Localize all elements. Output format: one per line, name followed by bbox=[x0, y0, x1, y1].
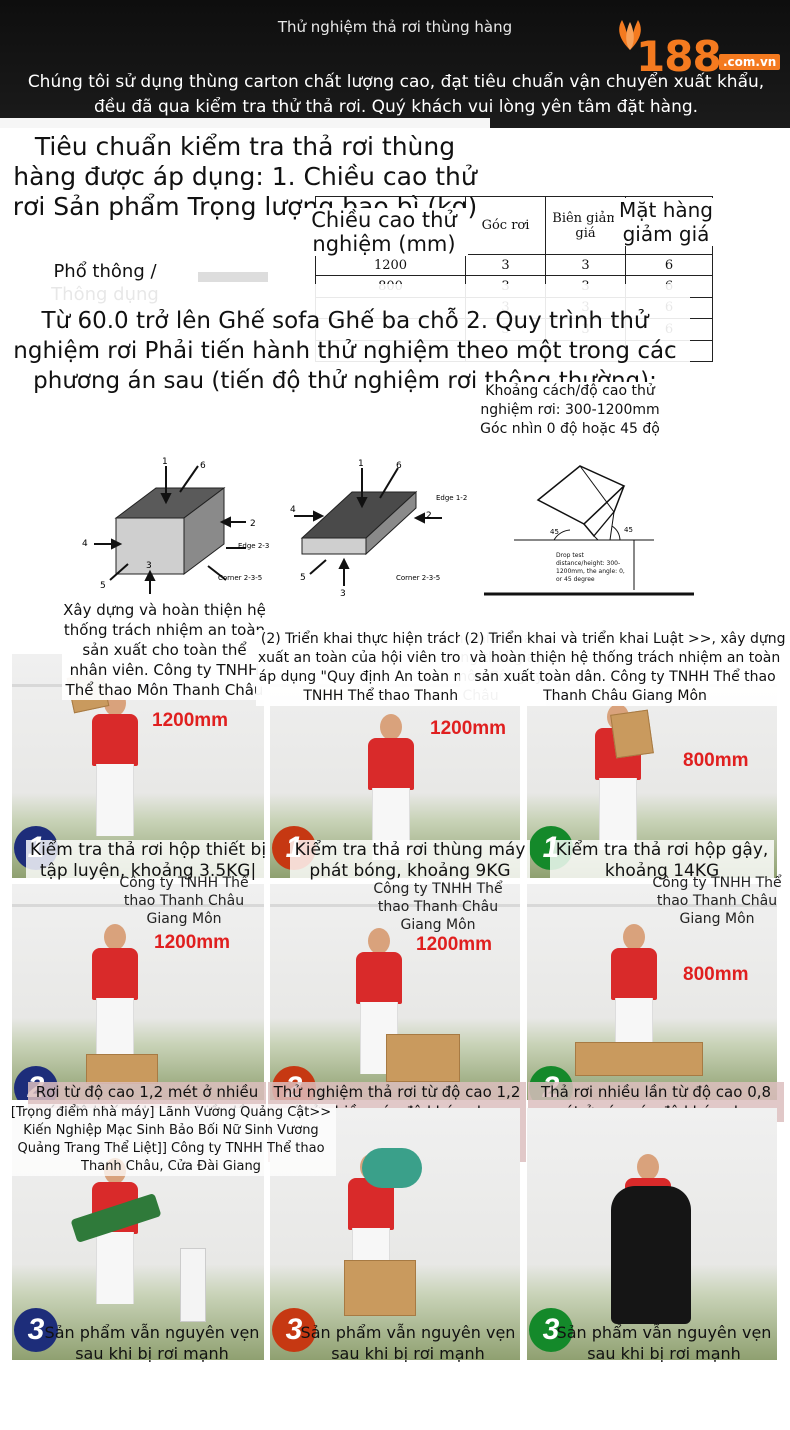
svg-text:2: 2 bbox=[250, 519, 256, 529]
photo-drop-3: 800mm 2 bbox=[527, 884, 777, 1100]
svg-text:6: 6 bbox=[396, 461, 402, 471]
header-banner bbox=[0, 0, 790, 128]
corner-label-a: Corner 2-3-5 bbox=[218, 574, 262, 582]
result-text-2: Sản phẩm vẫn nguyên vẹn sau khi bị rơi m… bbox=[300, 1323, 516, 1363]
height-label: 800mm bbox=[683, 964, 749, 985]
table-header-decrease: Biên giảm giá bbox=[545, 196, 626, 255]
photo-result-2: 3 bbox=[270, 1108, 520, 1360]
brand-logo[interactable]: 188 .com.vn bbox=[606, 14, 782, 81]
result-text-3: Sản phẩm vẫn nguyên vẹn sau khi bị rơi m… bbox=[556, 1323, 772, 1363]
step-badge: 3 bbox=[14, 1308, 58, 1352]
test-title-1: Kiểm tra thả rơi hộp thiết bị tập luyện,… bbox=[26, 840, 270, 882]
corner-label-b: Corner 2-3-5 bbox=[396, 574, 440, 582]
svg-text:4: 4 bbox=[82, 539, 88, 549]
svg-text:2: 2 bbox=[426, 511, 432, 521]
company-label-1: Công ty TNHH Thể thao Thanh Châu Giang M… bbox=[119, 875, 249, 927]
factory-note: [Trọng điểm nhà máy] Lãnh Vương Quảng Cậ… bbox=[6, 1104, 336, 1176]
caption-right: (2) Triển khai và triển khai Luật >>, xâ… bbox=[460, 630, 790, 706]
photo-result-3: 3 bbox=[527, 1108, 777, 1360]
table-header-angle: Góc rơi bbox=[465, 196, 546, 255]
table-label-item: Mặt hàng giảm giá bbox=[614, 198, 718, 246]
logo-domain: .com.vn bbox=[719, 54, 781, 70]
drop-angle-diagram: 45 45 Drop test distance/height: 300-120… bbox=[484, 465, 694, 596]
height-label: 1200mm bbox=[430, 718, 507, 739]
step-badge: 3 bbox=[529, 1308, 573, 1352]
box-diagram-b: 1 6 4 2 5 3 Edge 1-2 Corner 2-3-5 bbox=[290, 459, 467, 596]
photo-drop-2: 1200mm 2 bbox=[270, 884, 520, 1100]
drop-spec-text: Drop test distance/height: 300-1200mm, t… bbox=[556, 552, 625, 583]
height-label: 1200mm bbox=[416, 934, 493, 955]
edge-label-b: Edge 1-2 bbox=[436, 494, 467, 502]
header-title: Thử nghiệm thả rơi thùng hàng bbox=[277, 18, 513, 36]
company-label-2: Công ty TNHH Thể thao Thanh Châu Giang M… bbox=[373, 881, 503, 933]
photo-drop-1: 1200mm 2 bbox=[12, 884, 264, 1100]
test-title-2: Kiểm tra thả rơi thùng máy phát bóng, kh… bbox=[290, 840, 530, 882]
height-label: 1200mm bbox=[154, 932, 231, 953]
svg-text:6: 6 bbox=[200, 461, 206, 471]
angle-label-left: 45 bbox=[550, 528, 559, 536]
svg-text:1: 1 bbox=[162, 457, 168, 467]
svg-text:3: 3 bbox=[340, 589, 346, 596]
svg-text:4: 4 bbox=[290, 505, 296, 515]
edge-label-a: Edge 2-3 bbox=[238, 542, 269, 550]
result-text-1: Sản phẩm vẫn nguyên vẹn sau khi bị rơi m… bbox=[44, 1323, 260, 1363]
process-text: Từ 60.0 trở lên Ghế sofa Ghế ba chỗ 2. Q… bbox=[0, 284, 690, 396]
caption-left: Xây dựng và hoàn thiện hệ thống trách nh… bbox=[62, 600, 267, 700]
lotus-icon bbox=[619, 20, 641, 50]
logo-number: 188 bbox=[636, 32, 722, 81]
test-title-3: Kiểm tra thả rơi hộp gậy, khoảng 14KG bbox=[550, 840, 774, 882]
svg-text:5: 5 bbox=[300, 573, 306, 583]
height-label: 1200mm bbox=[152, 710, 229, 731]
svg-text:3: 3 bbox=[146, 561, 152, 571]
box-diagram-a: 1 6 4 2 5 3 Edge 2-3 Corner 2-3-5 bbox=[82, 457, 269, 594]
svg-text:5: 5 bbox=[100, 581, 106, 591]
company-label-3: Công ty TNHH Thể thao Thanh Châu Giang M… bbox=[652, 875, 782, 927]
table-label-height: Chiều cao thử nghiệm (mm) bbox=[300, 208, 468, 256]
svg-text:1: 1 bbox=[358, 459, 364, 469]
step-badge: 3 bbox=[272, 1308, 316, 1352]
intro-text: Chúng tôi sử dụng thùng carton chất lượn… bbox=[27, 72, 765, 117]
angle-label-right: 45 bbox=[624, 526, 633, 534]
scan-artifact bbox=[198, 272, 268, 282]
distance-note: Khoảng cách/độ cao thử nghiệm rơi: 300-1… bbox=[478, 382, 662, 439]
height-label: 800mm bbox=[683, 750, 749, 771]
